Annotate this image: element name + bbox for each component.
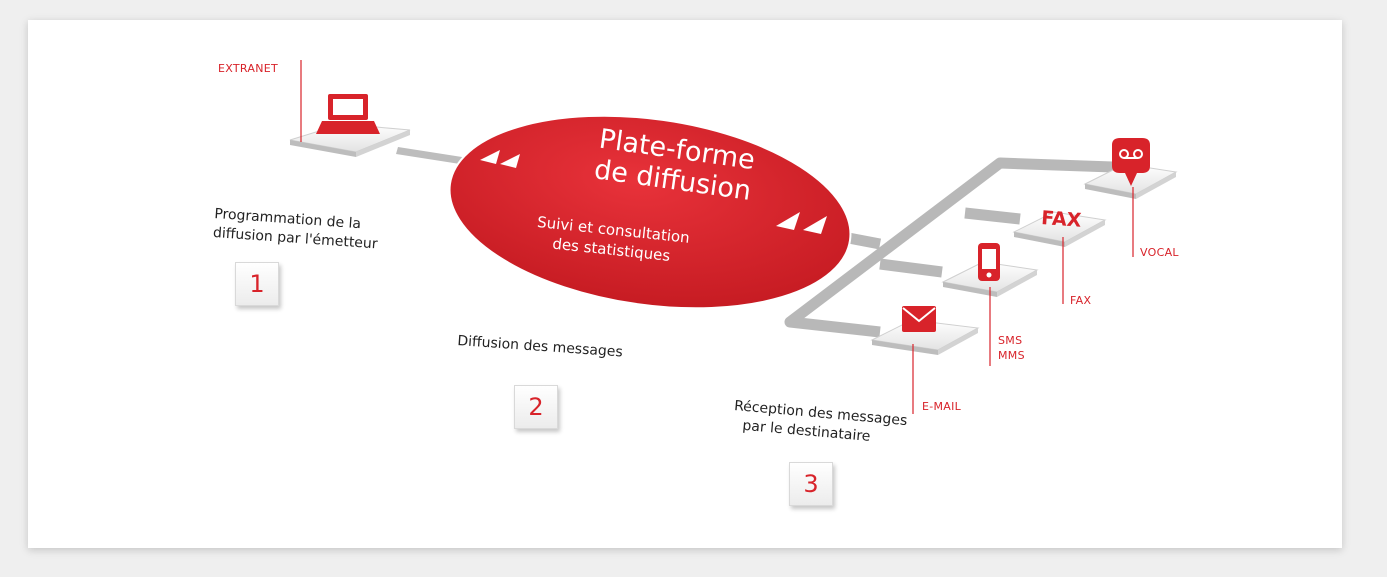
fax-icon: FAX bbox=[1040, 207, 1083, 232]
label-email: E-MAIL bbox=[922, 400, 962, 413]
label-sms: SMS bbox=[998, 334, 1023, 347]
platform-ellipse bbox=[448, 114, 852, 310]
label-extranet: EXTRANET bbox=[218, 62, 279, 75]
envelope-icon bbox=[902, 306, 936, 332]
mobile-phone-icon bbox=[978, 243, 1000, 281]
chevron-arrows-left bbox=[480, 150, 520, 168]
step-3-number: 3 bbox=[789, 462, 833, 506]
label-fax: FAX bbox=[1070, 294, 1092, 307]
laptop-icon bbox=[316, 94, 380, 134]
step-1-number: 1 bbox=[235, 262, 279, 306]
label-mms: MMS bbox=[998, 349, 1025, 362]
voicemail-icon bbox=[1112, 138, 1150, 186]
label-vocal: VOCAL bbox=[1140, 246, 1179, 259]
label-pointer-lines bbox=[300, 60, 1134, 414]
chevron-arrows-right bbox=[776, 212, 827, 234]
step-2-number: 2 bbox=[514, 385, 558, 429]
connector-extranet bbox=[396, 147, 462, 164]
tile-fax bbox=[1012, 211, 1107, 247]
tile-email bbox=[870, 319, 980, 355]
